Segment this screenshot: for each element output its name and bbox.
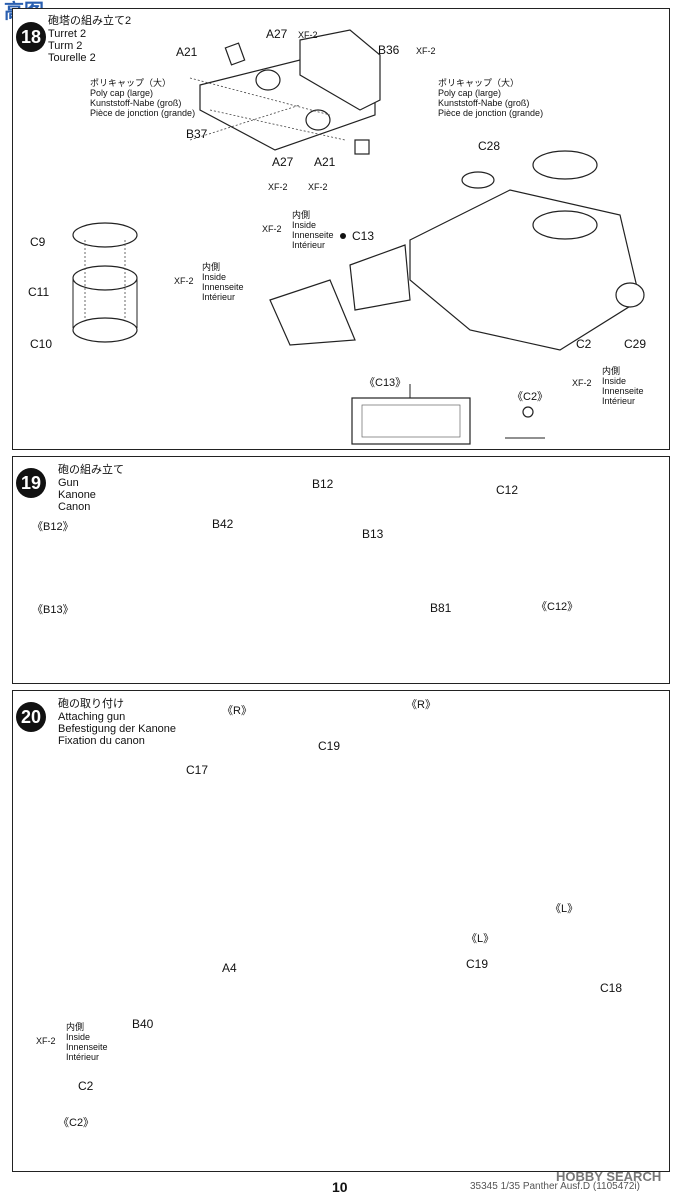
label-a21-bottom: A21 <box>314 155 336 169</box>
detail-l2-label: 《L》 <box>466 933 495 945</box>
inside-a-fr: Intérieur <box>202 292 236 302</box>
inside-c-de: Innenseite <box>602 386 644 396</box>
inside-a-en: Inside <box>202 272 227 282</box>
label-a21-top: A21 <box>176 45 198 59</box>
label-c19-top: C19 <box>318 739 341 753</box>
step20-inside-en: Inside <box>66 1032 91 1042</box>
label-c9: C9 <box>30 235 46 249</box>
inside-c-ja: 内側 <box>602 366 621 376</box>
label-xf2-a21b: XF-2 <box>308 182 328 192</box>
detail-b12-label: 《B12》 <box>32 521 74 533</box>
label-c13: C13 <box>352 229 375 243</box>
label-xf2-b36: XF-2 <box>416 46 436 56</box>
step20-inside-de: Innenseite <box>66 1042 108 1052</box>
step20-xf2: XF-2 <box>36 1036 56 1046</box>
step-18-title-en: Turret 2 <box>48 28 87 40</box>
detail-r2-label: 《R》 <box>406 699 436 711</box>
label-xf2-a27: XF-2 <box>298 30 318 40</box>
label-c2-bottom: C2 <box>78 1079 94 1093</box>
inside-b-ja: 内側 <box>292 210 311 220</box>
xf2-c: XF-2 <box>572 378 592 388</box>
label-xf2-a27b: XF-2 <box>268 182 288 192</box>
label-c10: C10 <box>30 337 53 351</box>
step-20-panel <box>12 690 670 1172</box>
detail-c2-bottom-label: 《C2》 <box>58 1117 95 1129</box>
c13-detail-box <box>351 397 471 445</box>
page-number: 10 <box>332 1179 348 1195</box>
inside-c-en: Inside <box>602 376 627 386</box>
label-b81: B81 <box>430 601 452 615</box>
label-c18: C18 <box>600 981 623 995</box>
label-c12: C12 <box>496 483 519 497</box>
inside-b-de: Innenseite <box>292 230 334 240</box>
label-b13: B13 <box>362 527 384 541</box>
label-b42: B42 <box>212 517 234 531</box>
step-20-title-fr: Fixation du canon <box>58 735 145 747</box>
label-b37: B37 <box>186 127 208 141</box>
product-code: 35345 1/35 Panther Ausf.D (1105472i) <box>470 1181 640 1192</box>
inside-b-en: Inside <box>292 220 317 230</box>
label-b12: B12 <box>312 477 334 491</box>
detail-r1-label: 《R》 <box>222 705 252 717</box>
step-19-title-en: Gun <box>58 477 79 489</box>
step-19-panel <box>12 456 670 684</box>
polycap-right-en: Poly cap (large) <box>438 88 502 98</box>
step-18-title-fr: Tourelle 2 <box>48 52 96 64</box>
step20-inside-ja: 内側 <box>66 1022 85 1032</box>
detail-l1-label: 《L》 <box>550 903 579 915</box>
turret-body-drawing <box>269 150 645 351</box>
polycap-left-fr: Pièce de jonction (grande) <box>90 108 196 118</box>
step-20-title-en: Attaching gun <box>58 711 126 723</box>
label-c28: C28 <box>478 139 501 153</box>
detail-b13-label: 《B13》 <box>32 604 74 616</box>
label-b36: B36 <box>378 43 400 57</box>
step-18-title-de: Turm 2 <box>48 40 83 52</box>
watermark-hobby-search: HOBBY SEARCH <box>556 1169 662 1184</box>
label-a27-bottom: A27 <box>272 155 294 169</box>
inside-b-fr: Intérieur <box>292 240 326 250</box>
detail-c2-label: 《C2》 <box>512 391 549 403</box>
polycap-left-de: Kunststoff-Nabe (groß) <box>90 98 182 108</box>
label-c29: C29 <box>624 337 647 351</box>
inside-c-fr: Intérieur <box>602 396 636 406</box>
label-c19-right: C19 <box>466 957 489 971</box>
polycap-right-de: Kunststoff-Nabe (groß) <box>438 98 530 108</box>
turret-ring-drawing <box>72 222 138 343</box>
step-19-title-de: Kanone <box>58 489 96 501</box>
step-20-title-de: Befestigung der Kanone <box>58 723 177 735</box>
polycap-right-ja: ポリキャップ（大） <box>438 78 520 88</box>
detail-c13-label: 《C13》 <box>364 377 407 389</box>
detail-c12-label: 《C12》 <box>536 601 579 613</box>
step-20-number: 20 <box>16 702 46 732</box>
xf2-a: XF-2 <box>174 276 194 286</box>
xf2-b: XF-2 <box>262 224 282 234</box>
step-19-number: 19 <box>16 468 46 498</box>
step-19-title-fr: Canon <box>58 501 91 513</box>
label-c2: C2 <box>576 337 592 351</box>
label-c17: C17 <box>186 763 209 777</box>
inside-a-de: Innenseite <box>202 282 244 292</box>
label-b40: B40 <box>132 1017 154 1031</box>
mantlet-parts-drawing <box>189 29 381 155</box>
inside-a-ja: 内側 <box>202 262 221 272</box>
step-18-title-ja: 砲塔の組み立て2 <box>48 15 132 27</box>
label-a27-top: A27 <box>266 27 288 41</box>
polycap-left-en: Poly cap (large) <box>90 88 154 98</box>
label-c11: C11 <box>28 285 50 299</box>
polycap-left-ja: ポリキャップ（大） <box>90 78 172 88</box>
step-19-title-ja: 砲の組み立て <box>58 464 124 476</box>
step-20-title-ja: 砲の取り付け <box>58 698 124 710</box>
label-a4: A4 <box>222 961 237 975</box>
step20-inside-fr: Intérieur <box>66 1052 100 1062</box>
step-18-number: 18 <box>16 22 46 52</box>
polycap-right-fr: Pièce de jonction (grande) <box>438 108 544 118</box>
